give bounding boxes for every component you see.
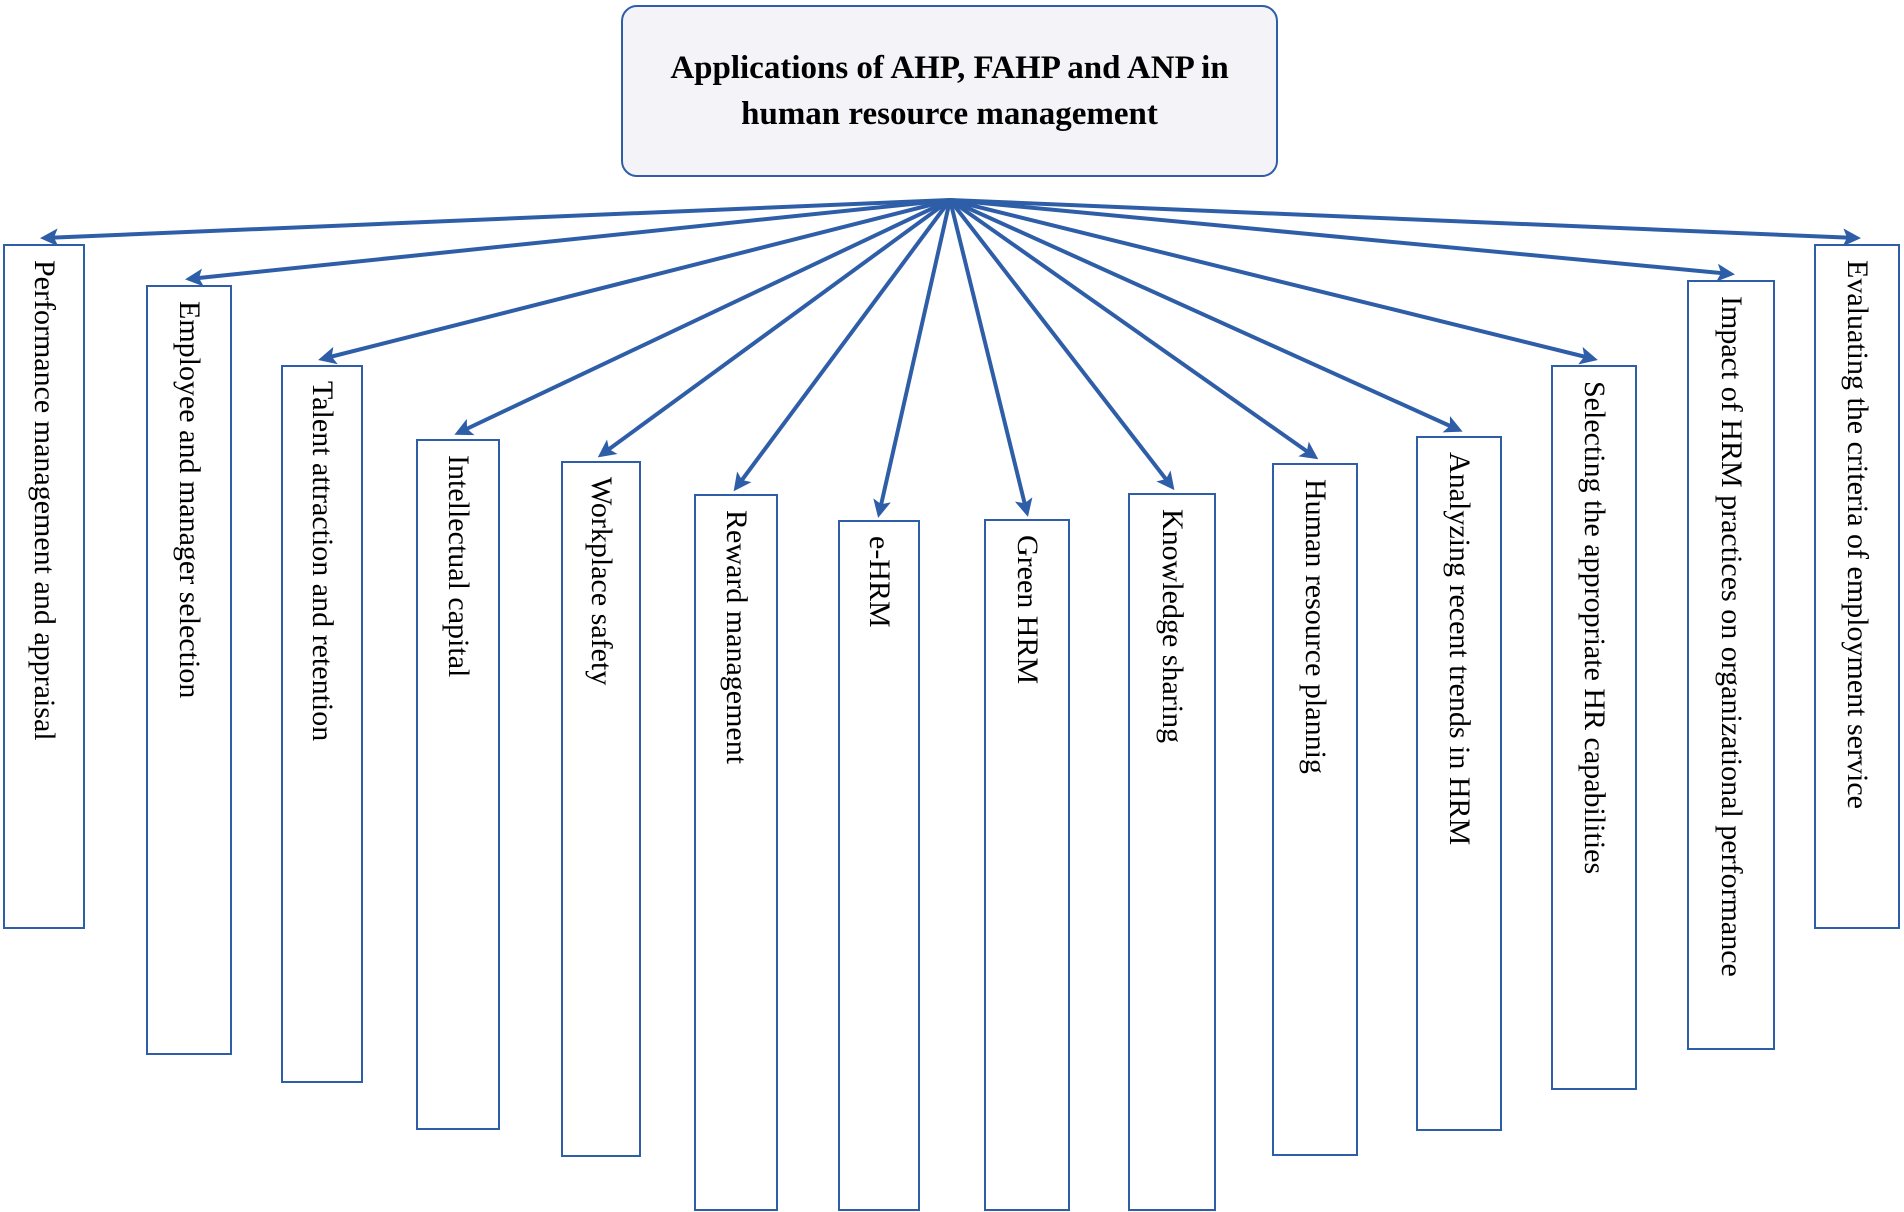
- app-box-selection: Employee and manager selection: [146, 285, 232, 1055]
- app-box-talent: Talent attraction and retention: [281, 365, 363, 1083]
- app-box-reward: Reward management: [694, 494, 778, 1211]
- app-label-performance: Performance management and appraisal: [28, 260, 61, 741]
- app-box-employment: Evaluating the criteria of employment se…: [1814, 244, 1900, 929]
- arrow-to-ehrm: [873, 199, 952, 518]
- app-label-ehrm: e-HRM: [863, 536, 896, 628]
- app-label-selection: Employee and manager selection: [173, 301, 206, 699]
- app-box-trends: Analyzing recent trends in HRM: [1416, 436, 1502, 1131]
- arrow-to-capabilities: [949, 198, 1598, 365]
- app-label-knowledge: Knowledge sharing: [1156, 509, 1189, 744]
- arrow-to-impact: [949, 198, 1735, 282]
- arrow-to-trends: [949, 198, 1463, 433]
- app-label-planning: Human resource plannig: [1299, 479, 1332, 774]
- app-box-capabilities: Selecting the appropriate HR capabilitie…: [1551, 365, 1637, 1090]
- arrow-to-knowledge: [948, 198, 1175, 491]
- app-label-safety: Workplace safety: [585, 477, 618, 686]
- root-node: Applications of AHP, FAHP and ANP in hum…: [621, 5, 1278, 177]
- root-title: Applications of AHP, FAHP and ANP in hum…: [670, 50, 1229, 132]
- app-box-knowledge: Knowledge sharing: [1128, 493, 1216, 1211]
- app-label-capabilities: Selecting the appropriate HR capabilitie…: [1578, 381, 1611, 875]
- arrow-to-performance: [40, 198, 951, 247]
- app-label-trends: Analyzing recent trends in HRM: [1443, 452, 1476, 846]
- app-box-impact: Impact of HRM practices on organizationa…: [1687, 280, 1775, 1050]
- arrow-to-intellectual: [454, 198, 951, 436]
- app-box-safety: Workplace safety: [561, 461, 641, 1157]
- arrow-to-selection: [185, 198, 951, 287]
- app-box-green: Green HRM: [984, 519, 1070, 1211]
- app-label-reward: Reward management: [720, 510, 753, 765]
- app-label-impact: Impact of HRM practices on organizationa…: [1715, 296, 1748, 977]
- app-label-employment: Evaluating the criteria of employment se…: [1841, 260, 1874, 809]
- app-box-intellectual: Intellectual capital: [416, 439, 500, 1130]
- arrow-to-reward: [733, 198, 952, 492]
- app-box-performance: Performance management and appraisal: [3, 244, 85, 929]
- app-box-planning: Human resource plannig: [1272, 463, 1358, 1156]
- arrow-to-talent: [318, 198, 951, 365]
- app-label-talent: Talent attraction and retention: [306, 381, 339, 742]
- app-box-ehrm: e-HRM: [838, 520, 920, 1211]
- arrow-to-safety: [597, 198, 952, 458]
- app-label-intellectual: Intellectual capital: [442, 455, 475, 678]
- arrow-to-green: [948, 199, 1033, 517]
- arrow-to-employment: [949, 198, 1861, 247]
- app-label-green: Green HRM: [1011, 535, 1044, 685]
- arrow-to-planning: [948, 198, 1319, 460]
